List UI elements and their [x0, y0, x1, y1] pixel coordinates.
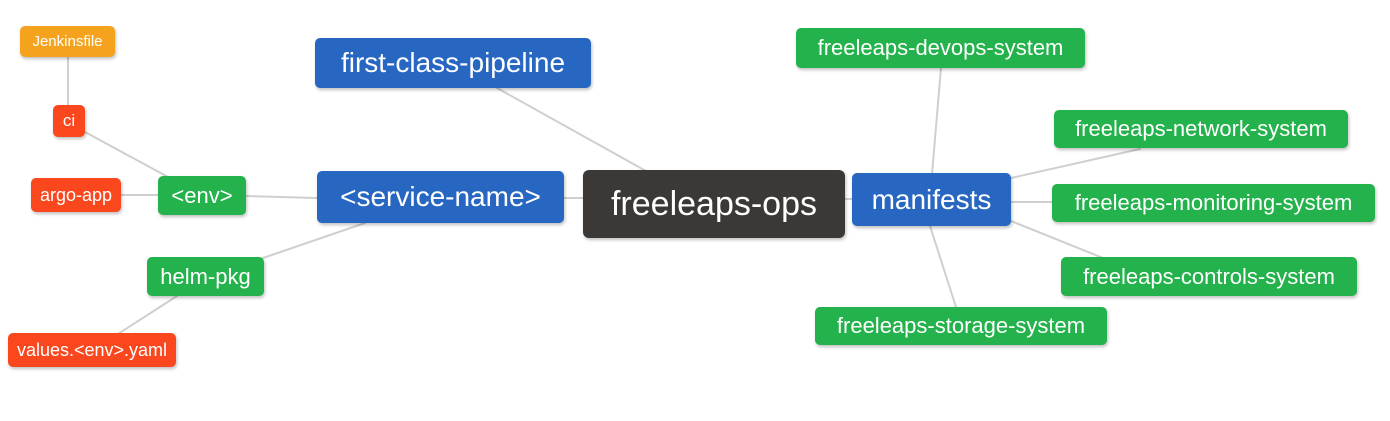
edge-helmpkg-servicename — [262, 222, 366, 259]
edge-env-servicename — [245, 195, 318, 199]
node-argo-app[interactable]: argo-app — [31, 178, 121, 212]
edge-manifests-network — [1010, 148, 1141, 179]
node-helm-pkg[interactable]: helm-pkg — [147, 257, 264, 296]
node-service-name[interactable]: <service-name> — [317, 171, 564, 223]
node-jenkinsfile[interactable]: Jenkinsfile — [20, 26, 115, 57]
node-freeleaps-devops-system[interactable]: freeleaps-devops-system — [796, 28, 1085, 68]
edge-pipeline-ops — [496, 87, 647, 172]
edge-manifests-controls — [1010, 220, 1104, 259]
edge-manifests-devops — [931, 67, 942, 175]
node-ci[interactable]: ci — [53, 105, 85, 137]
edge-ci-env — [84, 131, 169, 178]
node-freeleaps-network-system[interactable]: freeleaps-network-system — [1054, 110, 1348, 148]
node-values-env-yaml[interactable]: values.<env>.yaml — [8, 333, 176, 367]
node-freeleaps-controls-system[interactable]: freeleaps-controls-system — [1061, 257, 1357, 296]
node-env[interactable]: <env> — [158, 176, 246, 215]
node-freeleaps-storage-system[interactable]: freeleaps-storage-system — [815, 307, 1107, 345]
edge-manifests-storage — [929, 225, 957, 308]
node-manifests[interactable]: manifests — [852, 173, 1011, 226]
node-first-class-pipeline[interactable]: first-class-pipeline — [315, 38, 591, 88]
edge-helmpkg-valuesyaml — [117, 295, 178, 335]
node-freeleaps-ops[interactable]: freeleaps-ops — [583, 170, 845, 238]
node-freeleaps-monitoring-system[interactable]: freeleaps-monitoring-system — [1052, 184, 1375, 222]
